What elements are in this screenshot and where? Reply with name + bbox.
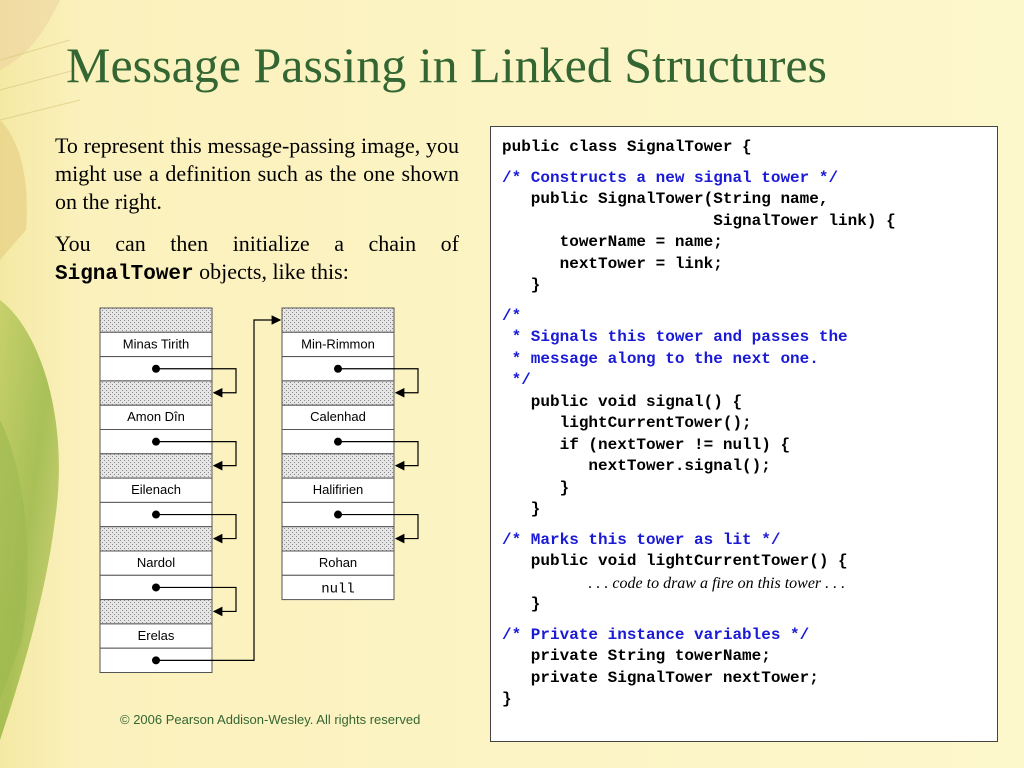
link-arrow	[338, 368, 419, 398]
decorative-leaf-left	[0, 0, 60, 740]
code-line: . . . code to draw a fire on this tower …	[502, 573, 997, 595]
code-line: public SignalTower(String name,	[502, 190, 829, 208]
chain-connector-arrow	[156, 315, 282, 661]
intro-text: To represent this message-passing image,…	[55, 132, 459, 303]
node-name-cell	[281, 477, 395, 503]
node-header-cell	[281, 380, 395, 406]
link-arrow	[338, 513, 419, 544]
node-header-cell	[281, 307, 395, 333]
code-gap	[502, 521, 997, 530]
code-comment-line: /*	[502, 306, 522, 325]
null-link-label: null	[321, 581, 355, 597]
paragraph-2-tail: objects, like this:	[199, 259, 349, 284]
code-line: private String towerName;	[502, 647, 771, 665]
code-comment-line: /* Private instance variables */	[502, 625, 810, 644]
code-comment-line: * message along to the next one.	[502, 349, 819, 368]
decorative-lines-top	[0, 39, 81, 121]
code-line: public void lightCurrentTower() {	[502, 552, 848, 570]
slide-title: Message Passing in Linked Structures	[66, 37, 828, 93]
tower-name-label: Nardol	[137, 555, 175, 570]
paragraph-2-lead: You can then initialize a chain of	[55, 231, 459, 256]
code-line: private SignalTower nextTower;	[502, 668, 819, 687]
link-arrow	[338, 441, 419, 471]
intro-paragraph-2: You can then initialize a chain of Signa…	[55, 230, 459, 289]
node-name-cell	[281, 331, 395, 358]
signaltower-code: public class SignalTower { /* Constructs …	[502, 137, 997, 711]
tower-name-label: Erelas	[138, 628, 175, 643]
node-name-cell	[99, 404, 213, 431]
node-header-cell	[99, 307, 213, 333]
node-header-cell	[99, 599, 213, 625]
intro-paragraph-1: To represent this message-passing image,…	[55, 133, 459, 214]
code-line: if (nextTower != null) {	[502, 435, 791, 454]
signaltower-class-name: SignalTower	[55, 263, 194, 286]
link-arrow	[156, 368, 237, 398]
node-name-cell	[281, 404, 395, 431]
code-line: public class SignalTower {	[502, 138, 752, 156]
node-header-cell	[99, 380, 213, 406]
code-line: }	[502, 276, 541, 294]
code-line: lightCurrentTower();	[502, 414, 752, 432]
code-line: }	[502, 500, 541, 518]
code-gap	[502, 616, 997, 625]
tower-name-label: Amon Dîn	[127, 409, 185, 424]
code-line: SignalTower link) {	[502, 211, 896, 230]
code-line: }	[502, 595, 541, 613]
copyright-notice: © 2006 Pearson Addison-Wesley. All right…	[120, 712, 421, 727]
link-arrow	[156, 586, 237, 617]
node-header-cell	[99, 526, 213, 552]
code-gap	[502, 159, 997, 168]
code-comment-line: /* Constructs a new signal tower */	[502, 168, 839, 187]
tower-name-label: Min-Rimmon	[301, 336, 375, 351]
code-line: public void signal() {	[502, 392, 743, 411]
code-gap	[502, 297, 997, 306]
node-header-cell	[99, 453, 213, 479]
tower-name-label: Minas Tirith	[123, 336, 189, 351]
node-link-cell	[281, 574, 395, 601]
node-header-cell	[281, 526, 395, 552]
tower-name-label: Eilenach	[131, 482, 181, 497]
code-placeholder-note: . . . code to draw a fire on this tower …	[588, 574, 846, 592]
code-line: nextTower = link;	[502, 254, 723, 273]
node-header-cell	[281, 453, 395, 479]
code-line: }	[502, 478, 570, 497]
node-name-cell	[99, 331, 213, 358]
code-comment-line: /* Marks this tower as lit */	[502, 530, 781, 549]
code-line: nextTower.signal();	[502, 457, 771, 475]
code-line: towerName = name;	[502, 233, 723, 251]
tower-name-label: Rohan	[319, 555, 357, 570]
code-line: }	[502, 690, 512, 708]
tower-name-label: Halifirien	[313, 482, 364, 497]
tower-name-label: Calenhad	[310, 409, 366, 424]
node-name-cell	[99, 623, 213, 649]
link-arrow	[156, 441, 237, 471]
code-comment-line: */	[502, 371, 531, 389]
code-indent	[502, 575, 588, 593]
code-listing-box: public class SignalTower { /* Constructs …	[490, 126, 998, 742]
code-comment-line: * Signals this tower and passes the	[502, 328, 848, 346]
link-arrow	[156, 513, 237, 544]
